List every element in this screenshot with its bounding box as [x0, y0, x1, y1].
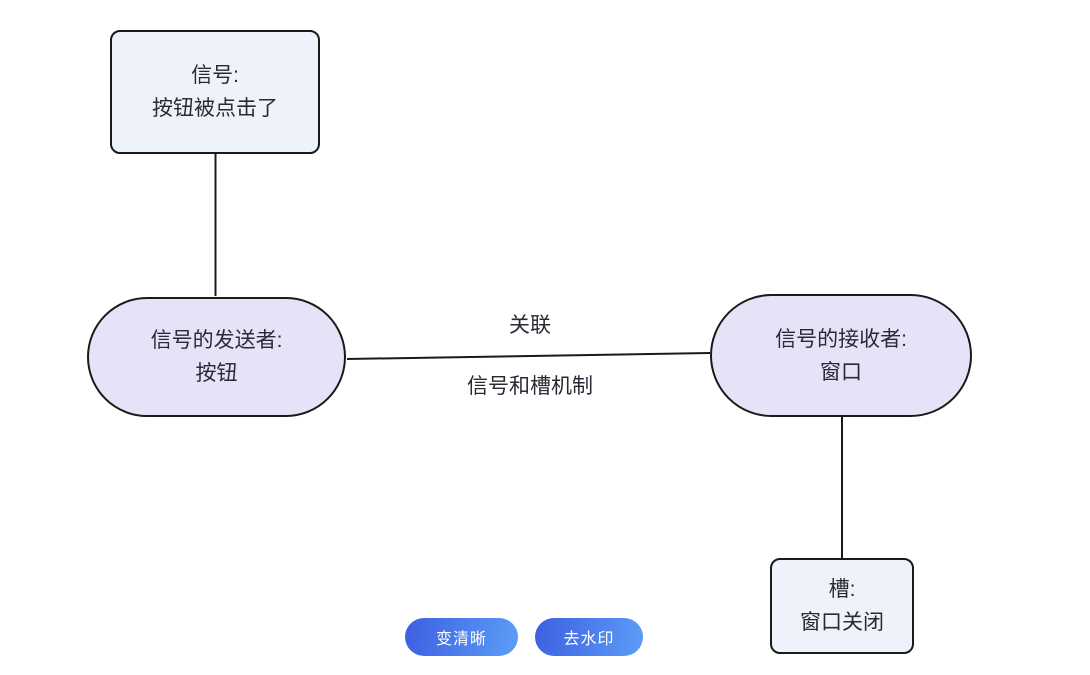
- node-sender: 信号的发送者: 按钮: [87, 297, 346, 417]
- node-sender-line2: 按钮: [195, 362, 238, 385]
- node-receiver-line2: 窗口: [820, 360, 862, 384]
- edge-sender-to-receiver: [346, 352, 711, 360]
- overlay-button-row: 变清晰 去水印: [405, 618, 643, 656]
- edge-label-association: 关联: [505, 311, 555, 341]
- node-receiver: 信号的接收者: 窗口: [710, 294, 972, 417]
- node-signal-line2: 按钮被点击了: [152, 97, 278, 120]
- node-slot-line1: 槽:: [828, 578, 856, 601]
- remove-watermark-button[interactable]: 去水印: [535, 618, 643, 656]
- edge-label-mechanism: 信号和槽机制: [463, 372, 597, 402]
- node-receiver-line1: 信号的接收者:: [775, 327, 907, 351]
- node-sender-line1: 信号的发送者:: [150, 329, 283, 352]
- sharpen-button[interactable]: 变清晰: [405, 618, 518, 656]
- node-slot-line2: 窗口关闭: [800, 611, 884, 634]
- node-signal: 信号: 按钮被点击了: [110, 30, 320, 154]
- node-signal-line1: 信号:: [191, 64, 239, 87]
- node-slot: 槽: 窗口关闭: [770, 558, 914, 654]
